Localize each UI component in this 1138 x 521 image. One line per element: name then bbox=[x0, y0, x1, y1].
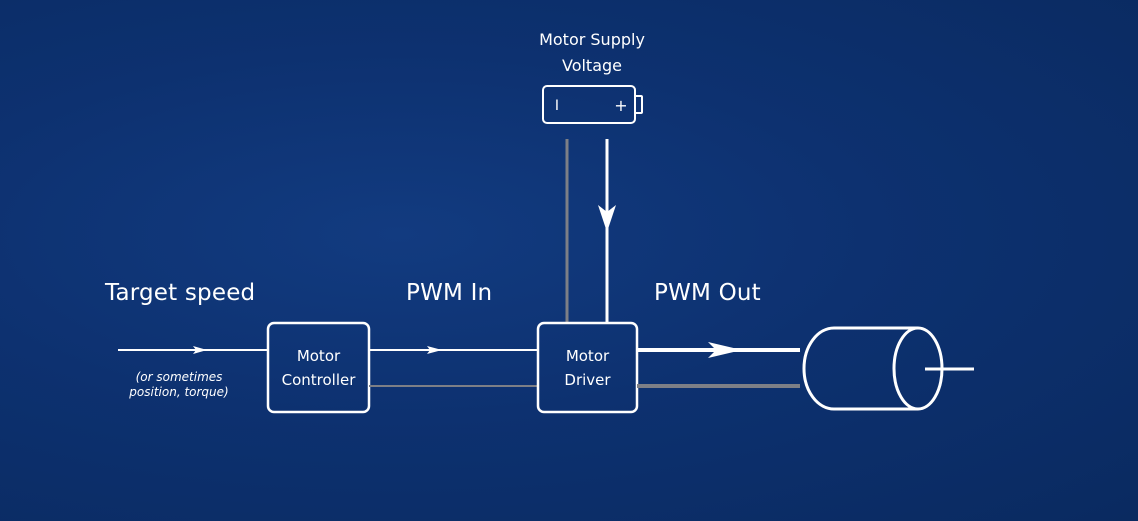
battery-icon: I + bbox=[542, 85, 643, 124]
motor-driver-label: Motor Driver bbox=[538, 344, 637, 392]
target-note-line1: (or sometimes bbox=[135, 370, 223, 384]
supply-label-line2: Voltage bbox=[561, 56, 622, 75]
target-speed-arrowhead bbox=[193, 346, 207, 354]
controller-label-line1: Motor bbox=[296, 347, 341, 365]
pwm-in-arrowhead bbox=[427, 346, 442, 354]
motor-controller-label: Motor Controller bbox=[268, 344, 369, 392]
motor-driver-block bbox=[536, 321, 639, 414]
supply-arrowhead bbox=[598, 205, 616, 232]
driver-label-line1: Motor bbox=[565, 347, 610, 365]
pwm-out-label: PWM Out bbox=[654, 280, 761, 306]
supply-label-line1: Motor Supply bbox=[539, 30, 645, 49]
motor-body bbox=[802, 326, 918, 411]
motor-supply-voltage-label: Motor Supply Voltage bbox=[522, 27, 662, 79]
pwm-out-arrowhead bbox=[708, 342, 742, 358]
driver-label-line2: Driver bbox=[564, 371, 611, 389]
motor-icon bbox=[802, 326, 974, 411]
battery-plus-symbol: + bbox=[614, 96, 627, 115]
motor-controller-block bbox=[266, 321, 371, 414]
target-speed-note: (or sometimes position, torque) bbox=[114, 370, 244, 400]
target-note-line2: position, torque) bbox=[129, 385, 229, 399]
target-speed-label: Target speed bbox=[105, 280, 256, 306]
battery-terminal bbox=[634, 95, 643, 114]
pwm-in-label: PWM In bbox=[406, 280, 493, 306]
battery-minus-symbol: I bbox=[555, 98, 559, 114]
controller-label-line2: Controller bbox=[281, 371, 356, 389]
